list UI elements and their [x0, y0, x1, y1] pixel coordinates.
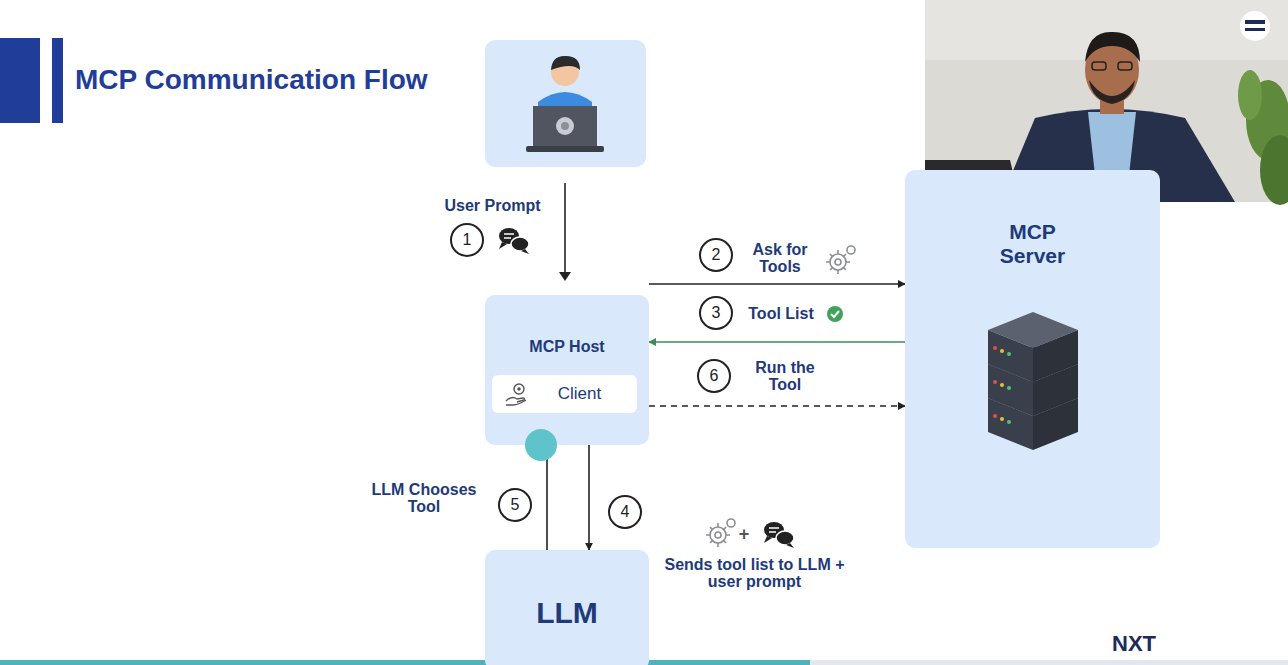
host-box: MCP HostClient	[485, 295, 649, 445]
flow-label: Run the Tool	[748, 359, 822, 393]
step-number: 1	[450, 223, 484, 257]
server-icon	[983, 312, 1083, 452]
step-number: 4	[608, 495, 642, 529]
llm-box: LLM	[485, 550, 649, 665]
client-box: Client	[492, 375, 637, 413]
user-box	[485, 40, 646, 167]
prompt-arrowhead	[559, 272, 571, 281]
gear-icon	[826, 246, 855, 274]
flow-arrow	[649, 283, 905, 285]
node-label: Client	[558, 384, 601, 404]
plus-sign: +	[736, 524, 752, 544]
chat-icon	[764, 522, 794, 548]
step-number: 6	[697, 359, 731, 393]
chat-icon	[499, 228, 529, 254]
flow-arrow	[649, 341, 905, 343]
node-label: MCP Server	[988, 220, 1078, 268]
client-icon	[504, 381, 530, 407]
progress-bar	[0, 660, 810, 665]
slide-title: MCP Communication Flow	[75, 64, 428, 96]
step-number: 3	[699, 296, 733, 330]
accent-bar	[0, 38, 40, 123]
server-box: MCP Server	[905, 170, 1160, 548]
flow-arrow	[588, 445, 590, 550]
flow-arrow	[546, 445, 548, 550]
flow-label: Ask for Tools	[743, 241, 817, 275]
check-icon	[827, 306, 843, 322]
prompt-arrow	[564, 183, 566, 273]
connection-dot	[524, 428, 558, 462]
brand-logo: NXT	[1112, 632, 1182, 656]
flow-label: Tool List	[738, 305, 824, 322]
flow-arrow	[649, 405, 905, 407]
flow-label: Sends tool list to LLM + user prompt	[652, 556, 857, 590]
step-label: User Prompt	[420, 197, 565, 214]
step-number: 5	[498, 488, 532, 522]
user-icon	[526, 56, 604, 152]
gear-icon	[706, 519, 735, 547]
node-label: LLM	[492, 595, 642, 630]
flow-label: LLM Chooses Tool	[362, 481, 486, 515]
step-number: 2	[699, 238, 733, 272]
accent-bar	[52, 38, 63, 123]
node-label: MCP Host	[492, 338, 642, 356]
